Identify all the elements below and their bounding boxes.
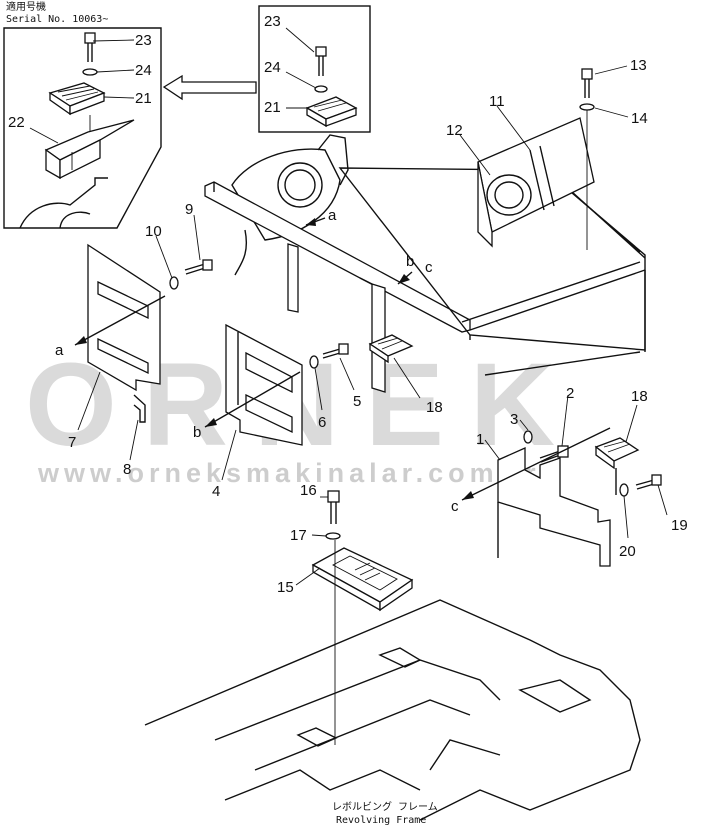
callout-20: 20 [619,543,636,560]
serial-number: Serial No. 10063~ [6,14,108,25]
callout-24: 24 [135,62,152,79]
callout-11: 11 [489,93,505,110]
callout-18: 18 [631,388,648,405]
callout-7: 7 [68,434,76,451]
callout-21: 21 [135,90,152,107]
callout-24: 24 [264,59,281,76]
callout-10: 10 [145,223,162,240]
callout-3: 3 [510,411,518,428]
callout-1: 1 [476,431,484,448]
callout-19: 19 [671,517,688,534]
callout-22: 22 [8,114,25,131]
callout-15: 15 [277,579,294,596]
revolving-frame-caption: Revolving Frame [336,815,426,826]
marker-c: c [451,498,459,515]
callout-6: 6 [318,414,326,431]
view-markers [74,217,611,501]
marker-b: b [193,424,201,441]
inset-detail [3,27,162,229]
header-japanese: 適用号機 [6,0,46,13]
revolving-frame-caption-jp: レボルビング フレーム [332,800,438,813]
main-frame [87,68,662,821]
inset-detail-2 [258,5,371,133]
callout-14: 14 [631,110,648,127]
callout-23: 23 [135,32,152,49]
marker-c: c [425,259,433,276]
callout-5: 5 [353,393,361,410]
marker-a: a [55,342,64,359]
callout-2: 2 [566,385,574,402]
callout-12: 12 [446,122,463,139]
callout-18: 18 [426,399,443,416]
callout-9: 9 [185,201,193,218]
watermark-url: www.orneksmakinalar.com.tr [37,458,541,488]
callout-13: 13 [630,57,647,74]
callout-4: 4 [212,483,220,500]
callout-17: 17 [290,527,307,544]
leader-lines [77,65,668,586]
callout-8: 8 [123,461,131,478]
callout-23: 23 [264,13,281,30]
view-arrow [162,74,257,101]
callout-21: 21 [264,99,281,116]
marker-a: a [328,207,337,224]
marker-b: b [406,253,414,270]
callout-16: 16 [300,482,317,499]
